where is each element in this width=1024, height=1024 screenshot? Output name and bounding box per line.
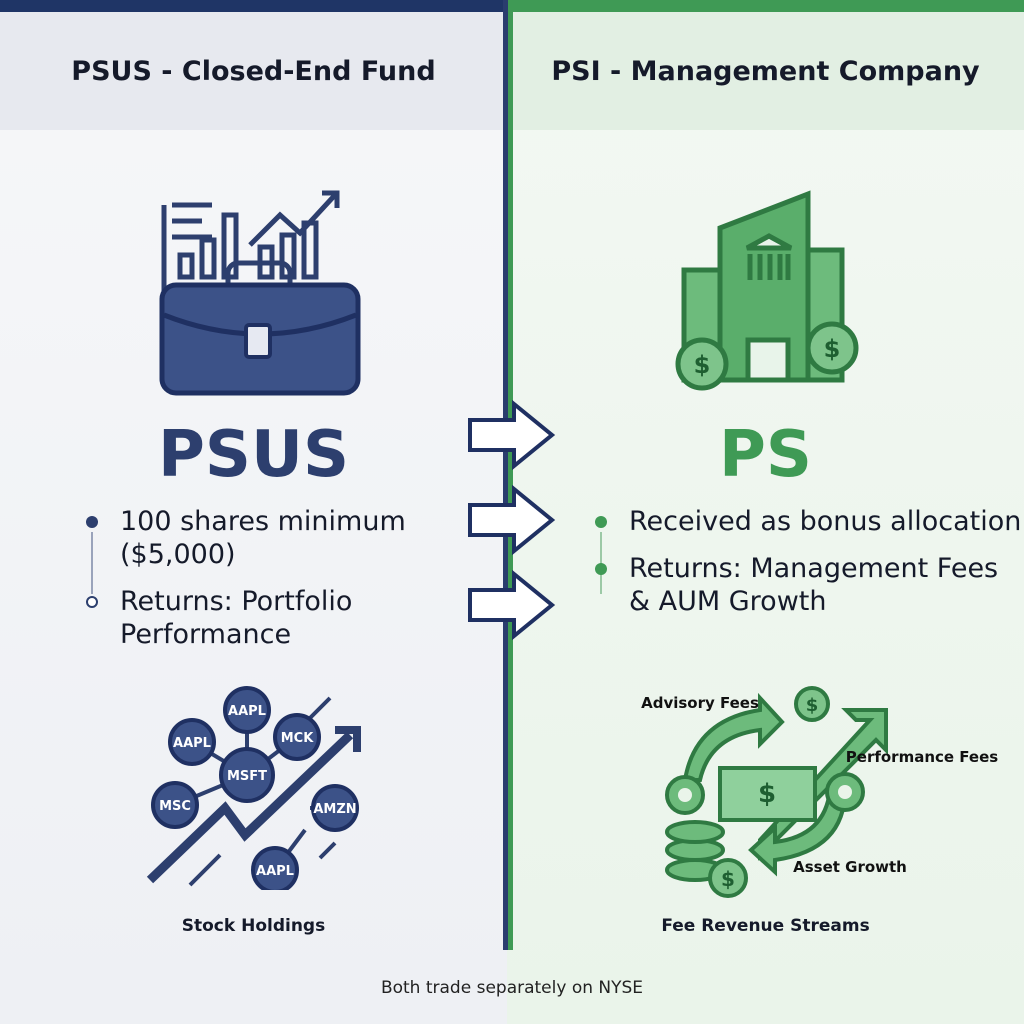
right-caption: Fee Revenue Streams bbox=[661, 916, 870, 936]
label-performance-fees: Performance Fees bbox=[846, 748, 998, 766]
stock-node: AAPL bbox=[223, 686, 271, 734]
left-bullets: 100 shares minimum ($5,000) Returns: Por… bbox=[86, 505, 507, 665]
stock-node: AMZN bbox=[311, 784, 359, 832]
briefcase-chart-icon bbox=[159, 190, 361, 396]
svg-text:$: $ bbox=[721, 867, 735, 891]
svg-text:$: $ bbox=[806, 695, 819, 716]
bullet-item: Received as bonus allocation bbox=[595, 505, 1024, 594]
divider-green bbox=[508, 0, 513, 950]
building-icon: $ $ bbox=[675, 190, 859, 391]
svg-text:AAPL: AAPL bbox=[228, 704, 266, 719]
svg-text:AAPL: AAPL bbox=[256, 864, 294, 879]
stock-node: AAPL bbox=[168, 718, 216, 766]
label-asset-growth: Asset Growth bbox=[793, 858, 907, 876]
stock-node: MSC bbox=[151, 781, 199, 829]
left-ticker: PSUS bbox=[157, 418, 350, 492]
arrow-right-icon bbox=[468, 400, 556, 470]
label-advisory-fees: Advisory Fees bbox=[641, 694, 759, 712]
svg-text:AMZN: AMZN bbox=[313, 802, 356, 817]
arrow-right-icon bbox=[468, 570, 556, 640]
left-panel: PSUS - Closed-End Fund PSUS 100 shares m… bbox=[0, 0, 507, 1024]
svg-text:$: $ bbox=[824, 335, 841, 363]
bullet-item: Returns: Management Fees & AUM Growth bbox=[595, 552, 1024, 618]
right-panel: PSI - Management Company $ $ PS Received… bbox=[507, 0, 1024, 1024]
left-caption: Stock Holdings bbox=[181, 916, 326, 936]
top-bar bbox=[507, 0, 1024, 12]
right-bullets: Received as bonus allocation Returns: Ma… bbox=[595, 505, 1024, 632]
svg-text:MCK: MCK bbox=[281, 731, 314, 746]
right-header: PSI - Management Company bbox=[507, 12, 1024, 130]
left-header: PSUS - Closed-End Fund bbox=[0, 12, 507, 130]
right-ticker: PS bbox=[719, 418, 812, 492]
bullet-item: Returns: Portfolio Performance bbox=[86, 585, 507, 651]
svg-text:$: $ bbox=[694, 351, 711, 379]
footer-note: Both trade separately on NYSE bbox=[380, 978, 644, 998]
stock-node: AAPL bbox=[251, 846, 299, 890]
arrow-right-icon bbox=[468, 485, 556, 555]
fee-streams-icon: $ $ $ Advisory Fees Performance Fees Ass… bbox=[641, 686, 998, 898]
stock-node: MCK bbox=[273, 713, 321, 761]
stock-node: MSFT bbox=[219, 747, 275, 803]
svg-text:$: $ bbox=[758, 779, 776, 809]
bullet-item: 100 shares minimum ($5,000) bbox=[86, 505, 507, 594]
svg-text:MSFT: MSFT bbox=[227, 769, 267, 784]
svg-text:AAPL: AAPL bbox=[173, 736, 211, 751]
divider-navy bbox=[503, 0, 508, 950]
top-bar bbox=[0, 0, 507, 12]
svg-text:MSC: MSC bbox=[159, 799, 191, 814]
stock-network-icon: AAPL AAPL MCK MSFT MSC AMZN AAPL bbox=[146, 686, 361, 890]
